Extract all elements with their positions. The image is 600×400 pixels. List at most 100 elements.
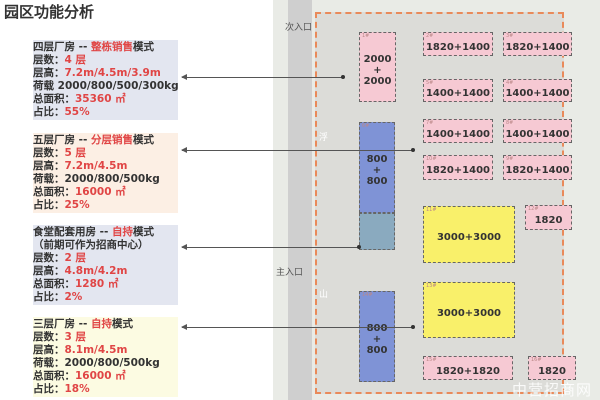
building-number: 1# xyxy=(362,33,370,39)
building-number: 7# xyxy=(426,120,434,126)
height-label: 层高： xyxy=(33,344,65,356)
building-area: 800 + 800 xyxy=(366,323,388,356)
building-number: 15# xyxy=(426,357,437,363)
building-area: 1820+1400 xyxy=(505,165,570,176)
building: 13# 3000+3000 xyxy=(423,282,515,338)
group-mode: 自持 xyxy=(91,318,113,330)
building: 9# 1820+1400 xyxy=(503,155,572,180)
building: 5#1400+1400 xyxy=(423,79,493,102)
building-area: 1820+1400 xyxy=(425,41,491,53)
building: 11# 3000+3000 xyxy=(423,206,515,263)
page-title: 园区功能分析 xyxy=(4,3,95,21)
site-plan: 次入口 主入口 浮 山 xyxy=(273,0,600,400)
height: 7.2m/4.5m xyxy=(64,160,128,172)
area-label: 总面积： xyxy=(33,278,75,290)
height-label: 层高： xyxy=(33,67,65,79)
building: 2# 1820+1400 xyxy=(423,32,493,56)
load: 荷载 2000/800/500/300kg xyxy=(33,80,179,92)
group-name: 五层厂房 -- xyxy=(33,134,92,146)
building-number: 3# xyxy=(506,33,514,39)
group-name: 三层厂房 -- xyxy=(33,318,92,330)
load: 荷载：2000/800/500kg xyxy=(33,173,160,185)
ratio: 18% xyxy=(64,383,90,395)
building-number: 8# xyxy=(506,120,514,126)
ratio-label: 占比： xyxy=(33,106,65,118)
pointer-dot xyxy=(357,245,361,249)
building: 15# 1820+1820 xyxy=(423,356,513,380)
load: 荷载：2000/800/500kg xyxy=(33,357,160,369)
group-mode: 整栋销售 xyxy=(91,41,134,53)
watermark: 中营招商网 xyxy=(512,381,593,399)
building-area: 1820+1820 xyxy=(435,365,501,377)
pointer-dot xyxy=(411,325,415,329)
group-canteen: 食堂配套用房 -- 自持模式 （前期可作为招商中心） 层数：2 层 层高：4.8… xyxy=(33,225,178,305)
road xyxy=(288,0,312,400)
secondary-entrance-label: 次入口 xyxy=(285,23,313,33)
building: 7# 1400+1400 xyxy=(423,119,493,143)
building-number: 2# xyxy=(426,33,434,39)
floors: 3 层 xyxy=(64,331,86,343)
building-number: 11# xyxy=(426,207,437,213)
building-area: 3000+3000 xyxy=(436,232,502,243)
building-area: 1400+1400 xyxy=(505,128,570,140)
group-name: 四层厂房 -- xyxy=(33,41,92,53)
height-label: 层高： xyxy=(33,160,65,172)
height-label: 层高： xyxy=(33,265,65,277)
pointer-arrow xyxy=(181,147,412,153)
pointer-dot xyxy=(341,75,345,79)
ratio: 2% xyxy=(64,291,83,303)
floors: 5 层 xyxy=(64,147,86,159)
building-number: 4# xyxy=(506,80,514,86)
ratio-label: 占比： xyxy=(33,199,65,211)
building-number: 10# xyxy=(426,156,437,162)
group-name: 食堂配套用房 -- xyxy=(33,226,113,238)
building-area: 1400+1400 xyxy=(425,128,491,140)
height: 7.2m/4.5m/3.9m xyxy=(64,67,161,79)
area-label: 总面积： xyxy=(33,370,75,382)
pointer-arrow xyxy=(181,244,358,250)
floors-label: 层数： xyxy=(33,331,65,343)
canteen-building xyxy=(359,213,395,250)
group-note: （前期可作为招商中心） xyxy=(33,239,149,251)
ratio-label: 占比： xyxy=(33,291,65,303)
group-five-story: 五层厂房 -- 分层销售模式 层数：5 层 层高：7.2m/4.5m 荷载：20… xyxy=(33,133,178,213)
pointer-arrow xyxy=(181,324,412,330)
mode-suffix: 模式 xyxy=(133,226,155,238)
road-name-char: 山 xyxy=(319,290,329,300)
building-number: 9# xyxy=(506,156,514,162)
area: 16000 ㎡ xyxy=(75,186,126,198)
building: 8# 1400+1400 xyxy=(503,119,572,143)
floors-label: 层数： xyxy=(33,54,65,66)
group-four-story: 四层厂房 -- 整栋销售模式 层数：4 层 层高：7.2m/4.5m/3.9m … xyxy=(33,40,179,120)
building-area: 3000+3000 xyxy=(436,307,502,319)
building: 14#800 + 800 xyxy=(359,291,395,382)
group-mode: 分层销售 xyxy=(91,134,134,146)
ratio-label: 占比： xyxy=(33,383,65,395)
group-three-story: 三层厂房 -- 自持模式 层数：3 层 层高：8.1m/4.5m 荷载：2000… xyxy=(33,317,178,397)
building-number: 12# xyxy=(528,206,539,212)
building: 1# 2000 + 2000 xyxy=(359,32,396,102)
building-number: 16# xyxy=(531,357,542,363)
building-area: 1820 xyxy=(538,365,566,377)
pointer-arrow xyxy=(181,74,342,80)
area: 35360 ㎡ xyxy=(75,93,126,105)
mode-suffix: 模式 xyxy=(133,41,155,53)
floors-label: 层数： xyxy=(33,147,65,159)
building: 12# 1820 xyxy=(525,205,572,230)
floors-label: 层数： xyxy=(33,252,65,264)
ratio: 25% xyxy=(64,199,90,211)
building-number: 6# xyxy=(362,123,370,129)
mode-suffix: 模式 xyxy=(112,318,134,330)
building: 6#800 + 800 xyxy=(359,122,395,213)
building-number: 13# xyxy=(426,283,437,289)
road-name-char: 浮 xyxy=(319,133,329,143)
building-area: 2000 + 2000 xyxy=(363,53,392,87)
building-area: 1820 xyxy=(534,215,563,226)
area: 16000 ㎡ xyxy=(75,370,126,382)
main-entrance-label: 主入口 xyxy=(276,268,304,278)
building: 10#1820+1400 xyxy=(423,155,493,180)
group-mode: 自持 xyxy=(112,226,134,238)
building: 3#1820+1400 xyxy=(503,32,572,56)
mode-suffix: 模式 xyxy=(133,134,155,146)
ratio: 55% xyxy=(64,106,90,118)
